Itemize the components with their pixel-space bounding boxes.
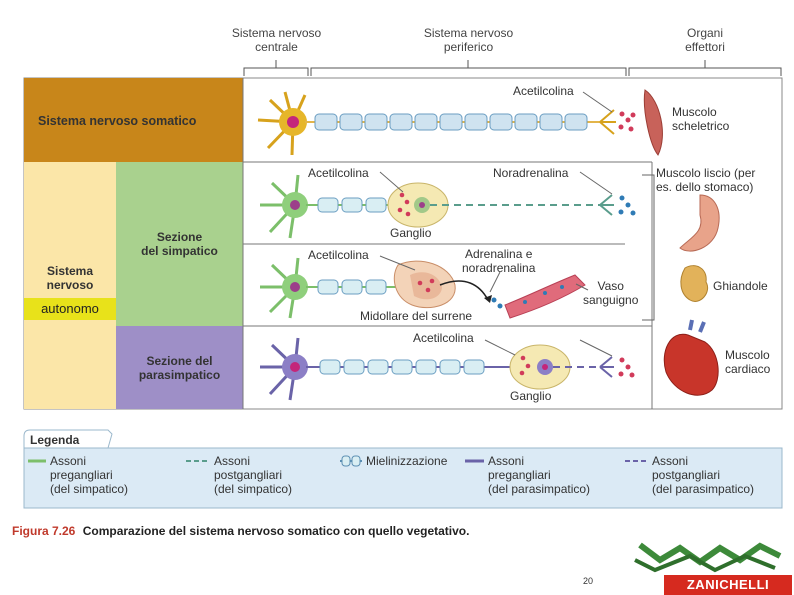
autonomic-band <box>24 162 116 409</box>
parasympathetic-band <box>116 326 243 409</box>
label-adrenal-medulla: Midollare del surrene <box>360 309 473 323</box>
adrenal-neuron <box>260 257 586 319</box>
label-cardiac-muscle: Muscolo cardiaco <box>725 348 771 376</box>
label-symp-ach: Acetilcolina <box>308 166 369 180</box>
legend-item-post-para: Assoni postgangliari (del parasimpatico) <box>652 454 755 496</box>
legend-item-pre-symp: Assoni pregangliari (del simpatico) <box>50 454 129 496</box>
header-peripheral: Sistema nervoso periferico <box>423 26 514 54</box>
legend-title: Legenda <box>30 433 80 447</box>
somatic-neuron <box>257 91 636 156</box>
row-label-somatic: Sistema nervoso somatico <box>38 114 197 128</box>
label-smooth-muscle: Muscolo liscio (per es. dello stomaco) <box>656 166 756 194</box>
legend-swatch-myelin <box>340 455 362 467</box>
label-blood-vessel: Vaso sanguigno <box>583 279 639 307</box>
brand-logo-text: ZANICHELLI <box>686 577 770 592</box>
figure-caption: Figura 7.26 Comparazione del sistema ner… <box>12 524 469 538</box>
heart-image <box>663 333 719 396</box>
legend-item-myelin: Mielinizzazione <box>366 454 448 468</box>
label-symp-ganglion: Ganglio <box>390 226 432 240</box>
stomach-image <box>679 194 720 252</box>
header-brackets <box>243 60 782 76</box>
label-noradrenaline: Noradrenalina <box>493 166 569 180</box>
brand-bar <box>664 575 792 595</box>
sympathetic-band <box>116 162 243 326</box>
label-glands: Ghiandole <box>713 279 768 293</box>
skeletal-muscle-image <box>643 89 663 156</box>
label-skeletal-muscle: Muscolo scheletrico <box>672 105 730 133</box>
legend-box <box>23 447 783 509</box>
glands-image <box>680 265 708 302</box>
somatic-band <box>24 78 243 162</box>
row-label-sympathetic: Sezione del simpatico <box>141 230 218 258</box>
row-label-parasympathetic: Sezione del parasimpatico <box>138 354 221 382</box>
parasympathetic-neuron <box>260 337 635 401</box>
header-effectors: Organi effettori <box>685 26 725 54</box>
label-para-ach: Acetilcolina <box>413 331 474 345</box>
row-label-autonomic: Sistema nervoso <box>46 264 94 292</box>
sympathetic-neuron <box>260 174 636 239</box>
legend-item-pre-para: Assoni pregangliari (del parasimpatico) <box>488 454 591 496</box>
figure-text: Comparazione del sistema nervoso somatic… <box>82 524 470 538</box>
legend-item-post-symp: Assoni postgangliari (del simpatico) <box>214 454 293 496</box>
label-para-ganglion: Ganglio <box>510 389 552 403</box>
page-number: 20 <box>582 576 593 586</box>
figure-number: Figura 7.26 <box>12 524 76 538</box>
header-central: Sistema nervoso centrale <box>231 26 322 54</box>
autonomic-highlight: autonomo <box>24 298 116 320</box>
label-adrenaline: Adrenalina e noradrenalina <box>462 247 536 275</box>
maze-logo <box>632 540 794 573</box>
label-somatic-ach: Acetilcolina <box>513 84 574 98</box>
label-adrenal-ach: Acetilcolina <box>308 248 369 262</box>
